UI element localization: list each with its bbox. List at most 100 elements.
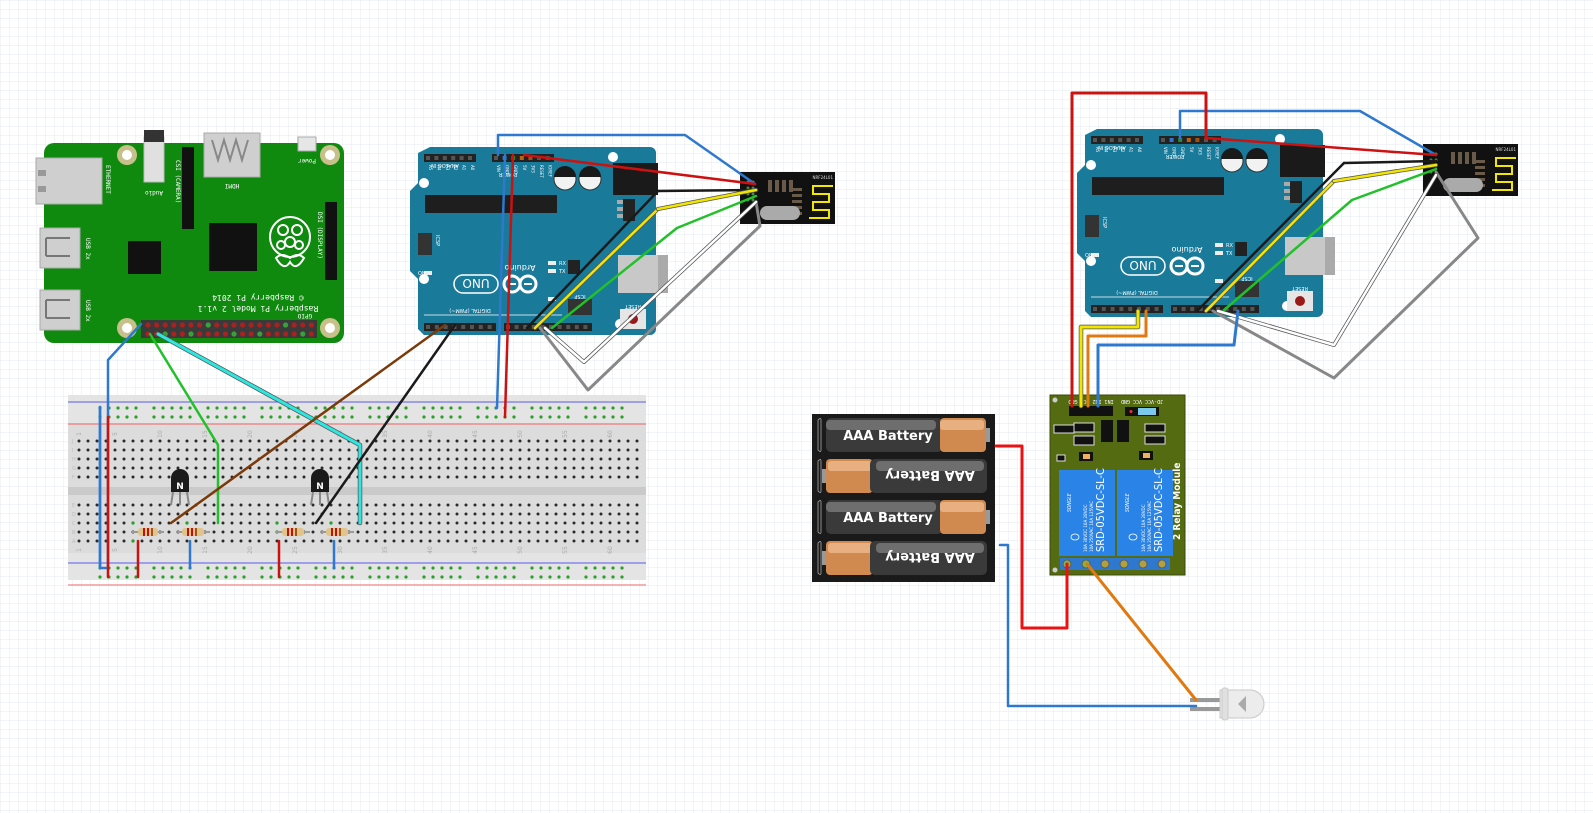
rail-hole[interactable] — [350, 566, 354, 570]
rail-hole[interactable] — [593, 575, 597, 579]
breadboard-hole[interactable] — [203, 448, 207, 452]
breadboard-hole[interactable] — [455, 503, 459, 507]
breadboard-hole[interactable] — [599, 457, 603, 461]
breadboard-hole[interactable] — [221, 521, 225, 525]
wire-red[interactable] — [1204, 136, 1438, 157]
breadboard-hole[interactable] — [491, 530, 495, 534]
breadboard-hole[interactable] — [167, 503, 171, 507]
breadboard-hole[interactable] — [572, 457, 576, 461]
breadboard-hole[interactable] — [410, 457, 414, 461]
breadboard-hole[interactable] — [203, 521, 207, 525]
breadboard-hole[interactable] — [320, 521, 324, 525]
breadboard-hole[interactable] — [626, 539, 630, 543]
breadboard-hole[interactable] — [176, 439, 180, 443]
breadboard-hole[interactable] — [383, 512, 387, 516]
breadboard-hole[interactable] — [563, 457, 567, 461]
breadboard-hole[interactable] — [122, 530, 126, 534]
breadboard-hole[interactable] — [329, 439, 333, 443]
breadboard-hole[interactable] — [212, 521, 216, 525]
rail-hole[interactable] — [584, 575, 588, 579]
breadboard-hole[interactable] — [77, 512, 81, 516]
breadboard-hole[interactable] — [95, 530, 99, 534]
gpio-pin[interactable] — [231, 331, 237, 337]
breadboard-hole[interactable] — [122, 503, 126, 507]
breadboard-hole[interactable] — [608, 439, 612, 443]
rail-hole[interactable] — [422, 566, 426, 570]
breadboard-hole[interactable] — [140, 503, 144, 507]
breadboard-hole[interactable] — [626, 475, 630, 479]
breadboard-hole[interactable] — [554, 512, 558, 516]
gpio-pin[interactable] — [179, 322, 185, 328]
rail-hole[interactable] — [341, 566, 345, 570]
breadboard-hole[interactable] — [293, 503, 297, 507]
breadboard-hole[interactable] — [122, 539, 126, 543]
rail-hole[interactable] — [476, 415, 480, 419]
breadboard-hole[interactable] — [410, 512, 414, 516]
rail-hole[interactable] — [152, 406, 156, 410]
gpio-pin[interactable] — [222, 322, 228, 328]
breadboard-hole[interactable] — [545, 439, 549, 443]
breadboard-hole[interactable] — [419, 466, 423, 470]
gpio-pin[interactable] — [283, 322, 289, 328]
rail-hole[interactable] — [314, 566, 318, 570]
rail-hole[interactable] — [512, 566, 516, 570]
rail-hole[interactable] — [476, 575, 480, 579]
breadboard-hole[interactable] — [167, 439, 171, 443]
breadboard-hole[interactable] — [86, 466, 90, 470]
breadboard-hole[interactable] — [527, 466, 531, 470]
breadboard-hole[interactable] — [563, 448, 567, 452]
rail-hole[interactable] — [287, 575, 291, 579]
breadboard-hole[interactable] — [491, 457, 495, 461]
breadboard-hole[interactable] — [401, 475, 405, 479]
breadboard-hole[interactable] — [617, 521, 621, 525]
breadboard-hole[interactable] — [203, 475, 207, 479]
breadboard-hole[interactable] — [482, 530, 486, 534]
breadboard-hole[interactable] — [275, 457, 279, 461]
breadboard-hole[interactable] — [383, 448, 387, 452]
rail-hole[interactable] — [440, 415, 444, 419]
breadboard-hole[interactable] — [473, 439, 477, 443]
gpio-pin[interactable] — [240, 322, 246, 328]
breadboard-hole[interactable] — [356, 530, 360, 534]
gpio-pin[interactable] — [308, 331, 314, 337]
breadboard-hole[interactable] — [572, 466, 576, 470]
breadboard-hole[interactable] — [122, 466, 126, 470]
rail-hole[interactable] — [584, 406, 588, 410]
rail-hole[interactable] — [431, 575, 435, 579]
breadboard-hole[interactable] — [401, 530, 405, 534]
breadboard-hole[interactable] — [482, 466, 486, 470]
breadboard-hole[interactable] — [131, 448, 135, 452]
breadboard-hole[interactable] — [320, 539, 324, 543]
breadboard-hole[interactable] — [581, 457, 585, 461]
gpio-pin[interactable] — [205, 322, 211, 328]
breadboard-hole[interactable] — [86, 521, 90, 525]
led-white[interactable] — [1190, 687, 1265, 721]
breadboard-hole[interactable] — [473, 539, 477, 543]
breadboard-hole[interactable] — [581, 475, 585, 479]
rail-hole[interactable] — [332, 575, 336, 579]
breadboard-hole[interactable] — [365, 530, 369, 534]
breadboard-hole[interactable] — [131, 439, 135, 443]
breadboard-hole[interactable] — [311, 439, 315, 443]
rail-hole[interactable] — [260, 575, 264, 579]
rail-hole[interactable] — [116, 415, 120, 419]
rail-hole[interactable] — [323, 575, 327, 579]
wire-gray[interactable] — [1211, 170, 1480, 380]
rail-hole[interactable] — [476, 566, 480, 570]
breadboard-hole[interactable] — [329, 457, 333, 461]
breadboard-hole[interactable] — [464, 457, 468, 461]
breadboard-hole[interactable] — [230, 521, 234, 525]
breadboard-hole[interactable] — [572, 521, 576, 525]
breadboard-hole[interactable] — [311, 503, 315, 507]
breadboard-hole[interactable] — [473, 503, 477, 507]
rail-hole[interactable] — [179, 415, 183, 419]
breadboard-hole[interactable] — [545, 521, 549, 525]
breadboard-hole[interactable] — [338, 521, 342, 525]
breadboard-hole[interactable] — [563, 439, 567, 443]
rail-hole[interactable] — [125, 575, 129, 579]
breadboard-hole[interactable] — [365, 503, 369, 507]
breadboard-hole[interactable] — [113, 512, 117, 516]
rail-hole[interactable] — [539, 575, 543, 579]
breadboard-hole[interactable] — [545, 475, 549, 479]
breadboard-hole-used[interactable] — [131, 521, 135, 525]
